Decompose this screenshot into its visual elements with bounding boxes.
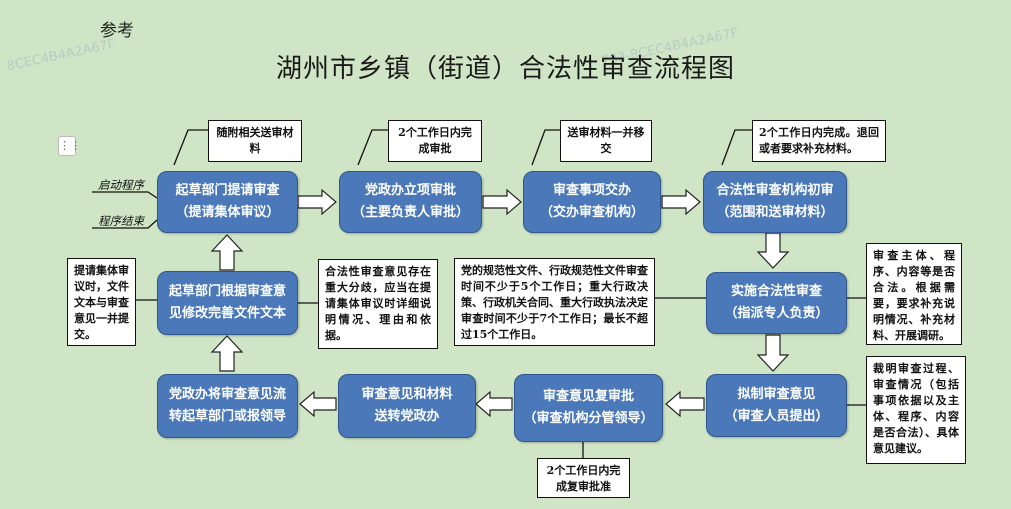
step-line1: 审查事项交办 <box>552 183 631 198</box>
step-revise-document[interactable]: 起草部门根据审查意 见修改完善文件文本 <box>157 271 298 335</box>
note-review-time-limits: 党的规范性文件、行政规范性文件审查时间不少于5个工作日；重大行政决策、行政机关合… <box>454 258 655 346</box>
step-line1: 起草部门根据审查意 <box>168 284 286 299</box>
note-major-disagreement: 合法性审查意见存在重大分歧，应当在提请集体审议时详细说明情况、理由和依据。 <box>318 259 438 349</box>
note-materials-handover: 送审材料一并移交 <box>560 120 652 162</box>
step-line1: 实施合法性审查 <box>730 284 822 299</box>
note-opinion-content: 裁明审查过程、审查情况（包括事项依据以及主体、程序、内容是否合法）、具体意见建议… <box>866 356 966 464</box>
step-line1: 党政办立项审批 <box>364 183 456 198</box>
end-procedure-label: 程序结束 <box>98 214 144 228</box>
step-line1: 起草部门提请审查 <box>175 183 280 198</box>
step-line2: （审查人员提出） <box>724 408 829 424</box>
step-party-office-approval[interactable]: 党政办立项审批 （主要负责人审批） <box>339 171 482 233</box>
step-opinion-re-approval[interactable]: 审查意见复审批 （审查机构分管领导） <box>514 374 663 442</box>
step-line1: 审查意见复审批 <box>542 389 634 404</box>
step-assign-review[interactable]: 审查事项交办 （交办审查机构） <box>523 171 661 233</box>
step-line2: （提请集体审议） <box>175 205 280 220</box>
step-line2: （交办审查机构） <box>539 205 644 220</box>
step-draft-opinion[interactable]: 拟制审查意见 （审查人员提出） <box>706 374 847 437</box>
step-line2: 送转党政办 <box>374 409 440 424</box>
step-line2: 转起草部门或报领导 <box>168 409 286 424</box>
note-approval-2days: 2个工作日内完成审批 <box>388 120 482 162</box>
step-line1: 拟制审查意见 <box>737 386 816 402</box>
step-draft-dept-submit[interactable]: 起草部门提请审查 （提请集体审议） <box>157 171 298 233</box>
step-line2: （主要负责人审批） <box>351 205 469 220</box>
drag-handle-icon[interactable]: ⋮⋮ <box>58 136 81 156</box>
step-line1: 合法性审查机构初审 <box>716 183 834 198</box>
step-transfer-to-party-office[interactable]: 审查意见和材料 送转党政办 <box>338 374 476 438</box>
step-line2: （指派专人负责） <box>724 306 829 321</box>
step-line2: （范围和送审材料） <box>716 205 834 220</box>
step-line1: 党政办将审查意见流 <box>168 387 286 402</box>
note-attach-materials: 随附相关送审材料 <box>208 120 302 162</box>
note-review-scope: 审查主体、程序、内容等是否合法。根据需要，要求补充说明情况、补充材料、开展调研。 <box>866 243 962 345</box>
reference-label: 参考 <box>100 21 134 41</box>
start-procedure-label: 启动程序 <box>98 178 144 192</box>
step-conduct-review[interactable]: 实施合法性审查 （指派专人负责） <box>706 272 847 334</box>
step-forward-opinion[interactable]: 党政办将审查意见流 转起草部门或报领导 <box>157 374 298 438</box>
step-line2: 见修改完善文件文本 <box>168 306 286 321</box>
page-title: 湖州市乡镇（街道）合法性审查流程图 <box>275 54 735 84</box>
step-line2: （审查机构分管领导） <box>523 411 654 426</box>
note-submit-with-opinion: 提请集体审议时，文件文本与审查意见一并提交。 <box>67 258 136 346</box>
step-line1: 审查意见和材料 <box>361 387 453 402</box>
note-preliminary-2days: 2个工作日内完成。退回或者要求补充材料。 <box>752 120 886 162</box>
note-re-approval-2days: 2个工作日内完成复审批准 <box>537 458 630 498</box>
step-preliminary-review[interactable]: 合法性审查机构初审 （范围和送审材料） <box>703 171 847 233</box>
